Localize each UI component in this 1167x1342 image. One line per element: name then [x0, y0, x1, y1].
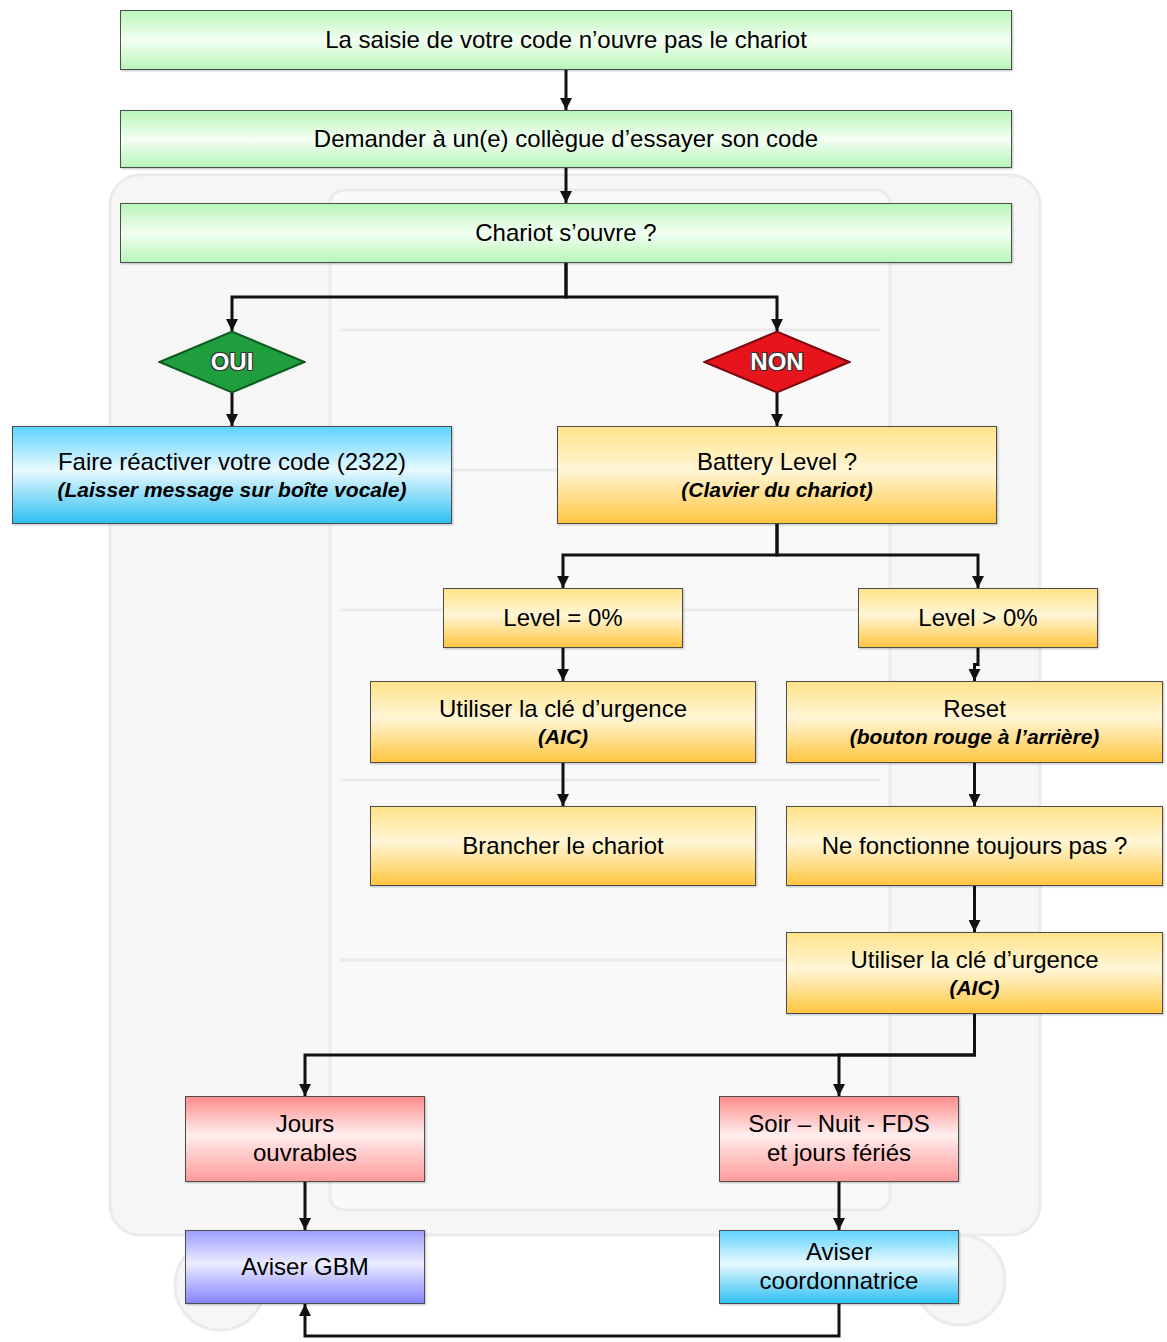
- action-box: Utiliser la clé d’urgence(AIC): [786, 932, 1163, 1014]
- node-label: Reset: [943, 695, 1006, 724]
- decision-diamond: OUI: [158, 331, 306, 393]
- decision-diamond: NON: [703, 331, 851, 393]
- node-label: NON: [750, 348, 803, 377]
- node-label: Aviser GBM: [241, 1253, 369, 1282]
- contact-box: Aviser GBM: [185, 1230, 425, 1304]
- flow-connector: [305, 1014, 975, 1096]
- node-label: Chariot s’ouvre ?: [475, 219, 656, 248]
- flow-connector: [562, 763, 565, 806]
- contact-box: Aviser coordonnatrice: [719, 1230, 959, 1304]
- drawer-line: [340, 329, 880, 332]
- flow-connector: [305, 1304, 839, 1336]
- flow-connector: [565, 168, 568, 203]
- flow-connector: [562, 648, 565, 681]
- node-label: Brancher le chariot: [462, 832, 663, 861]
- node-label: Utiliser la clé d’urgence: [850, 946, 1098, 975]
- start-box: La saisie de votre code n’ouvre pas le c…: [120, 10, 1012, 70]
- flow-connector: [563, 524, 777, 588]
- flow-connector: [839, 1014, 975, 1096]
- node-label: Level > 0%: [918, 604, 1037, 633]
- node-label: La saisie de votre code n’ouvre pas le c…: [325, 26, 807, 55]
- flow-connector: [231, 393, 234, 426]
- action-box: Reset(bouton rouge à l’arrière): [786, 681, 1163, 763]
- node-label: Level = 0%: [503, 604, 622, 633]
- question-box: Battery Level ?(Clavier du chariot): [557, 426, 997, 524]
- node-note: (AIC): [949, 975, 999, 1000]
- condition-box: Level > 0%: [858, 588, 1098, 648]
- node-label: Demander à un(e) collègue d’essayer son …: [314, 125, 818, 154]
- node-label: Soir – Nuit - FDS et jours fériés: [737, 1110, 942, 1168]
- time-box: Jours ouvrables: [185, 1096, 425, 1182]
- flow-connector: [232, 263, 566, 331]
- diamond-outline: [704, 332, 849, 393]
- flow-connector: [838, 1182, 841, 1230]
- node-label: Faire réactiver votre code (2322): [58, 448, 406, 477]
- node-note: (AIC): [538, 724, 588, 749]
- node-label: OUI: [211, 348, 254, 377]
- flow-connector: [973, 886, 976, 932]
- drawer-line: [340, 779, 880, 782]
- node-note: (bouton rouge à l’arrière): [850, 724, 1100, 749]
- condition-box: Level = 0%: [443, 588, 683, 648]
- node-label: Jours ouvrables: [235, 1110, 375, 1168]
- node-note: (Laisser message sur boîte vocale): [58, 477, 407, 502]
- process-box: Demander à un(e) collègue d’essayer son …: [120, 110, 1012, 168]
- node-label: Ne fonctionne toujours pas ?: [822, 832, 1128, 861]
- question-box: Ne fonctionne toujours pas ?: [786, 806, 1163, 886]
- flow-connector: [973, 763, 976, 806]
- node-label: Battery Level ?: [697, 448, 857, 477]
- node-label: Aviser coordonnatrice: [739, 1238, 939, 1296]
- flow-connector: [975, 648, 979, 681]
- action-box: Brancher le chariot: [370, 806, 756, 886]
- flow-connector: [304, 1182, 307, 1230]
- diamond-outline: [159, 332, 304, 393]
- action-box: Utiliser la clé d’urgence(AIC): [370, 681, 756, 763]
- question-box: Chariot s’ouvre ?: [120, 203, 1012, 263]
- flow-connector: [776, 393, 779, 426]
- flow-connector: [777, 524, 978, 588]
- time-box: Soir – Nuit - FDS et jours fériés: [719, 1096, 959, 1182]
- node-label: Utiliser la clé d’urgence: [439, 695, 687, 724]
- flow-connector: [566, 263, 777, 331]
- action-box: Faire réactiver votre code (2322)(Laisse…: [12, 426, 452, 524]
- node-note: (Clavier du chariot): [681, 477, 872, 502]
- flow-connector: [565, 70, 568, 110]
